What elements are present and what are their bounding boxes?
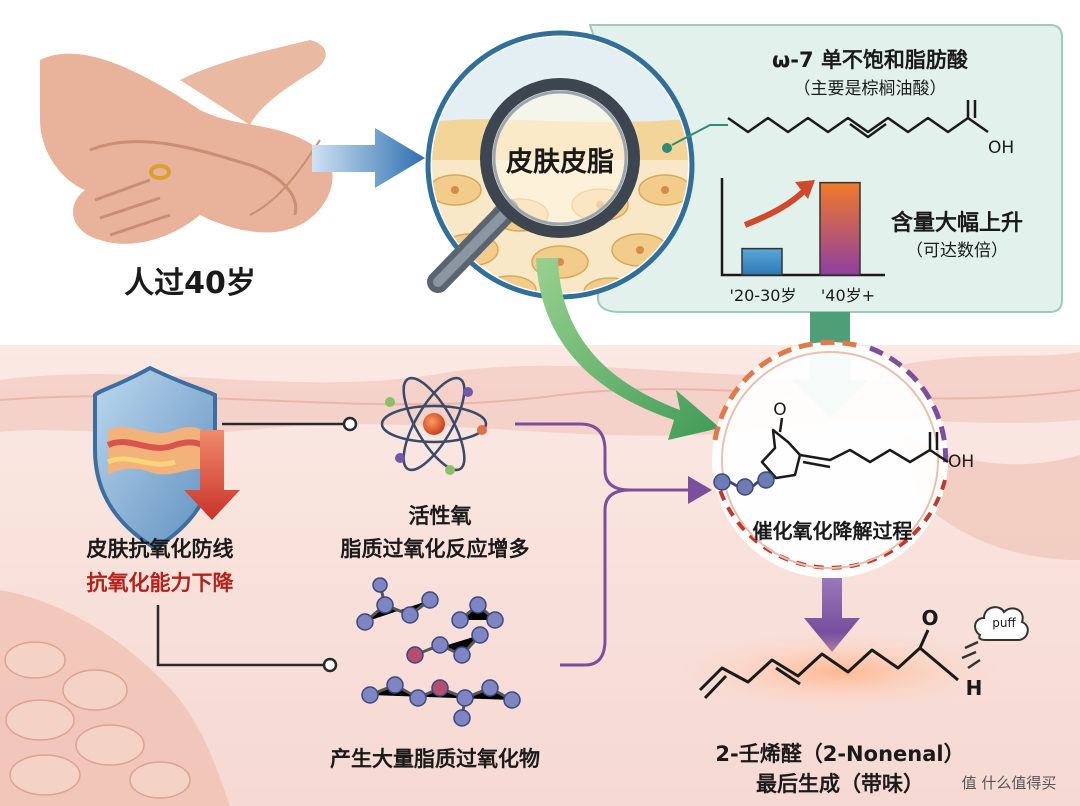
tick-label-young: '20-30岁	[729, 286, 797, 305]
tick-label-older: '40岁+	[820, 286, 876, 305]
connector-dot	[662, 143, 672, 153]
peroxides-label: 产生大量脂质过氧化物	[330, 747, 540, 771]
nonenal-title: 2-壬烯醛（2-Nonenal）	[715, 742, 965, 766]
catalysis-circle	[712, 339, 949, 578]
puff-icon	[961, 606, 1029, 670]
peroxide-atoms	[356, 577, 521, 727]
watermark: 值 什么值得买	[961, 774, 1057, 792]
connector-lines	[156, 422, 345, 667]
magnifier-icon	[427, 78, 640, 293]
purple-line-bottom	[560, 488, 631, 667]
puff-label: puff	[992, 616, 1016, 630]
acid-subtitle: （主要是棕榈油酸）	[793, 79, 947, 99]
purple-line-top	[515, 422, 690, 492]
aging-hands-illustration	[40, 40, 333, 244]
aging-label: 人过40岁	[124, 266, 256, 301]
acid-title: ω-7 单不饱和脂肪酸	[772, 48, 968, 72]
nonenal-subtitle: 最后生成（带味）	[756, 772, 924, 796]
blue-arrow	[312, 128, 425, 188]
acid-oh-label: OH	[988, 138, 1015, 158]
ros-title: 活性氧	[408, 504, 472, 528]
catalysis-label: 催化氧化降解过程	[752, 519, 913, 543]
antioxidant-title: 皮肤抗氧化防线	[86, 537, 234, 561]
catalysis-o-label: O	[773, 400, 787, 420]
fatty-acid-structure	[727, 100, 989, 139]
chart-bar-1	[741, 247, 783, 276]
nonenal-o-label: O	[921, 606, 939, 630]
nonenal-h-label: H	[965, 676, 983, 700]
atom-icon	[380, 376, 488, 475]
catalysis-oh-label: OH	[948, 452, 975, 472]
green-arrow	[536, 258, 720, 440]
increase-subtitle: （可达数倍）	[906, 241, 1008, 261]
nonenal-glow	[675, 632, 1005, 712]
sebum-label: 皮肤皮脂	[506, 147, 614, 178]
shield-icon	[93, 365, 240, 551]
antioxidant-decline: 抗氧化能力下降	[86, 571, 234, 595]
chart-bar-2	[819, 181, 861, 276]
ros-subtitle: 脂质过氧化反应增多	[340, 537, 530, 561]
increase-bar-chart	[720, 178, 885, 277]
increase-title: 含量大幅上升	[890, 211, 1023, 236]
nonenal-structure	[698, 629, 959, 700]
